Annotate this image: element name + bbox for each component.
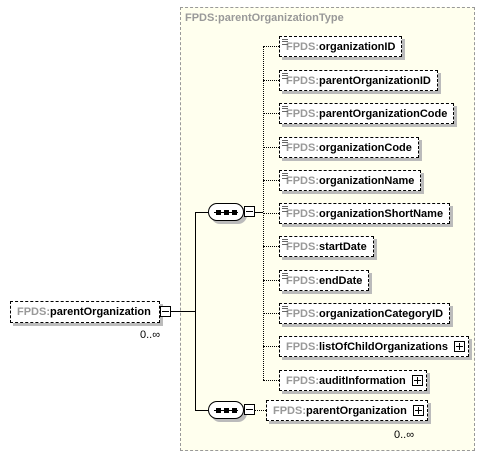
recursive-occurrence: 0..∞ bbox=[394, 429, 415, 441]
expand-icon[interactable] bbox=[411, 375, 423, 386]
sequence-compositor-icon-2 bbox=[208, 401, 244, 419]
sequence-collapse-icon[interactable] bbox=[244, 206, 255, 217]
child-element-list-of-child-organizations[interactable]: FPDS:listOfChildOrganizations bbox=[279, 336, 469, 357]
child-element-audit-information[interactable]: FPDS:auditInformation bbox=[279, 370, 427, 391]
child-element-organization-name[interactable]: FPDS:organizationName bbox=[279, 170, 422, 191]
recursive-element-name: parentOrganization bbox=[306, 405, 407, 417]
branch-7 bbox=[263, 246, 279, 247]
child-element-organization-short-name[interactable]: FPDS:organizationShortName bbox=[279, 203, 451, 224]
root-occurrence: 0..∞ bbox=[140, 329, 161, 341]
root-collapse-icon[interactable] bbox=[160, 306, 171, 317]
connector-fork-vertical bbox=[195, 212, 196, 410]
branch-5 bbox=[263, 180, 279, 181]
child-name: organizationCode bbox=[319, 142, 412, 154]
child-element-organization-id[interactable]: FPDS:organizationID bbox=[279, 36, 403, 57]
root-element-parent-organization[interactable]: FPDS:parentOrganization bbox=[10, 301, 160, 323]
connector-sequence-out bbox=[255, 212, 263, 213]
child-name: organizationCategoryID bbox=[319, 308, 444, 320]
connector-root bbox=[171, 311, 195, 312]
child-name: parentOrganizationID bbox=[319, 75, 431, 87]
branch-2 bbox=[263, 80, 279, 81]
root-namespace: FPDS: bbox=[17, 306, 50, 318]
child-name: organizationShortName bbox=[319, 208, 444, 220]
child-element-organization-code[interactable]: FPDS:organizationCode bbox=[279, 137, 419, 158]
branch-9 bbox=[263, 313, 279, 314]
child-name: organizationName bbox=[319, 175, 415, 187]
complex-type-title: FPDS:parentOrganizationType bbox=[185, 12, 344, 24]
sequence-compositor-icon bbox=[208, 203, 244, 221]
child-name: parentOrganizationCode bbox=[319, 108, 448, 120]
connector-sequence-2-out bbox=[255, 410, 266, 411]
branch-4 bbox=[263, 147, 279, 148]
child-name: startDate bbox=[319, 241, 367, 253]
root-element-name: parentOrganization bbox=[50, 306, 151, 318]
child-name: organizationID bbox=[319, 41, 396, 53]
branch-1 bbox=[263, 46, 279, 47]
child-name: listOfChildOrganizations bbox=[319, 341, 448, 353]
branch-10 bbox=[263, 346, 279, 347]
child-element-start-date[interactable]: FPDS:startDate bbox=[279, 236, 374, 257]
branch-11 bbox=[263, 380, 279, 381]
branch-6 bbox=[263, 213, 279, 214]
child-element-parent-organization-id[interactable]: FPDS:parentOrganizationID bbox=[279, 70, 438, 91]
child-element-parent-organization-code[interactable]: FPDS:parentOrganizationCode bbox=[279, 103, 455, 124]
connector-to-sequence-1 bbox=[195, 212, 208, 213]
expand-icon[interactable] bbox=[453, 341, 465, 352]
branch-8 bbox=[263, 280, 279, 281]
child-name: endDate bbox=[319, 275, 363, 287]
recursive-element-parent-organization[interactable]: FPDS:parentOrganization bbox=[266, 400, 428, 421]
sequence-2-collapse-icon[interactable] bbox=[244, 404, 255, 415]
child-element-end-date[interactable]: FPDS:endDate bbox=[279, 270, 370, 291]
child-name: auditInformation bbox=[319, 375, 406, 387]
expand-icon[interactable] bbox=[412, 405, 424, 416]
connector-to-sequence-2 bbox=[195, 410, 208, 411]
branch-3 bbox=[263, 113, 279, 114]
child-element-organization-category-id[interactable]: FPDS:organizationCategoryID bbox=[279, 303, 451, 324]
